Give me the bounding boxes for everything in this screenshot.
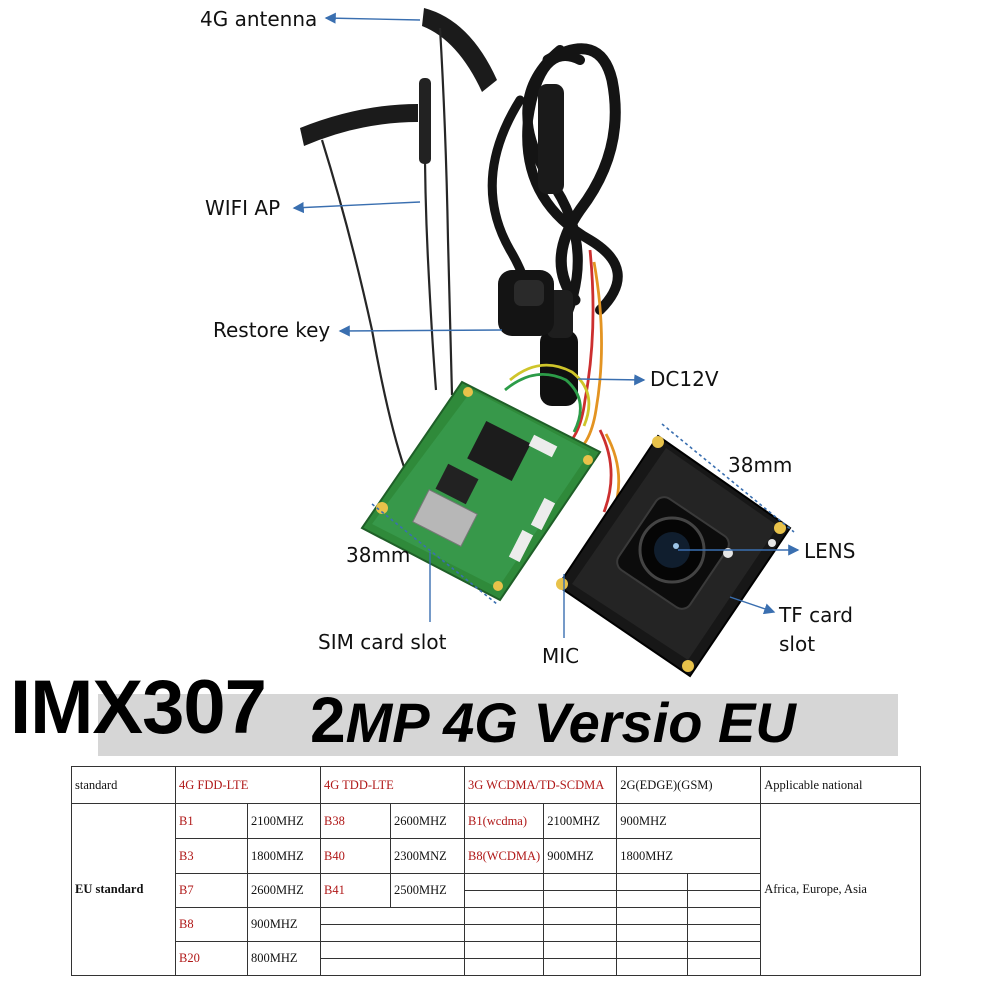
gsm-freq-cell: 1800MHZ — [616, 838, 762, 874]
empty-cell — [543, 907, 618, 925]
empty-cell — [687, 890, 762, 908]
callout-sim-card-slot: SIM card slot — [318, 630, 447, 654]
empty-cell — [543, 924, 618, 942]
empty-cell — [616, 924, 689, 942]
empty-cell — [616, 958, 689, 976]
header-wcdma: 3G WCDMA/TD-SCDMA — [463, 766, 618, 804]
wcdma-freq-cell: 2100MHZ — [543, 803, 618, 839]
wcdma-band-cell: B1(wcdma) — [463, 803, 545, 839]
empty-cell — [687, 907, 762, 925]
tdd-band-cell: B41 — [320, 873, 391, 908]
callout-lens: LENS — [804, 539, 856, 563]
empty-cell — [616, 873, 689, 891]
antenna-4g-flex — [300, 8, 497, 146]
empty-cell — [463, 890, 545, 908]
empty-cell — [543, 890, 618, 908]
callout-mic: MIC — [542, 644, 580, 668]
fdd-freq-cell: 2100MHZ — [247, 803, 321, 839]
empty-cell — [687, 873, 762, 891]
callout-dc12v: DC12V — [650, 367, 719, 391]
antenna-connector — [419, 78, 431, 164]
gsm-freq-cell: 900MHZ — [616, 803, 762, 839]
banner-background — [98, 694, 898, 756]
camera-sensor-board — [556, 434, 792, 678]
empty-cell — [320, 907, 465, 925]
table-header-row: standard 4G FDD-LTE 4G TDD-LTE 3G WCDMA/… — [71, 766, 922, 804]
empty-cell — [616, 890, 689, 908]
empty-cell — [616, 907, 689, 925]
empty-cell — [543, 873, 618, 891]
restore-key-connector — [498, 270, 554, 336]
fdd-freq-cell: 2600MHZ — [247, 873, 321, 908]
fdd-band-cell: B8 — [175, 907, 248, 942]
header-applicable-national: Applicable national — [760, 766, 922, 804]
dimension-line-green — [371, 503, 498, 605]
fdd-band-cell: B7 — [175, 873, 248, 908]
fdd-freq-cell: 800MHZ — [247, 941, 321, 976]
table-row: EU standard B1 2100MHZ B38 2600MHZ B1(wc… — [71, 803, 922, 976]
product-illustration — [292, 8, 800, 678]
header-standard: standard — [71, 766, 176, 804]
fdd-band-cell: B1 — [175, 803, 248, 839]
callout-dimension-right: 38mm — [728, 453, 793, 477]
banner-title-rest: MP 4G Versio EU — [345, 691, 796, 754]
frequency-band-table: standard 4G FDD-LTE 4G TDD-LTE 3G WCDMA/… — [71, 766, 922, 976]
callout-4g-antenna: 4G antenna — [200, 7, 318, 31]
tdd-freq-cell: 2600MHZ — [390, 803, 465, 839]
empty-cell — [320, 958, 465, 976]
tdd-freq-cell: 2500MHZ — [390, 873, 465, 908]
dimension-line-black — [661, 423, 795, 533]
header-tdd-lte: 4G TDD-LTE — [320, 766, 465, 804]
model-title: IMX307 — [10, 665, 267, 750]
empty-cell — [463, 941, 545, 959]
callout-arrows — [292, 12, 800, 638]
banner-title: 2MP 4G Versio EU — [310, 688, 796, 752]
callout-tf-card-line1: TF card — [779, 603, 853, 627]
countries-cell: Africa, Europe, Asia — [760, 803, 922, 976]
empty-cell — [543, 958, 618, 976]
empty-cell — [463, 958, 545, 976]
region-cell: EU standard — [71, 803, 176, 976]
empty-cell — [616, 941, 689, 959]
empty-cell — [687, 958, 762, 976]
fdd-freq-cell: 900MHZ — [247, 907, 321, 942]
callout-restore-key: Restore key — [213, 318, 331, 342]
empty-cell — [463, 907, 545, 925]
wcdma-freq-cell: 900MHZ — [543, 838, 618, 874]
empty-cell — [463, 924, 545, 942]
callout-wifi-ap: WIFI AP — [205, 196, 281, 220]
fdd-band-cell: B20 — [175, 941, 248, 976]
fdd-freq-cell: 1800MHZ — [247, 838, 321, 874]
green-main-board — [360, 380, 602, 602]
empty-cell — [320, 924, 465, 942]
empty-cell — [687, 924, 762, 942]
callout-dimension-left: 38mm — [346, 543, 411, 567]
empty-cell — [463, 873, 545, 891]
wcdma-band-cell: B8(WCDMA) — [463, 838, 545, 874]
tdd-band-cell: B38 — [320, 803, 391, 839]
header-fdd-lte: 4G FDD-LTE — [175, 766, 321, 804]
table-row — [72, 924, 921, 942]
table-row — [72, 958, 921, 976]
tdd-band-cell: B40 — [320, 838, 391, 874]
table-row: B20 800MHZ — [72, 941, 921, 976]
callout-tf-card-line2: slot — [779, 632, 816, 656]
empty-cell — [687, 941, 762, 959]
antenna-cables — [320, 27, 454, 471]
fdd-band-cell: B3 — [175, 838, 248, 874]
banner-title-prefix: 2 — [310, 684, 346, 756]
header-gsm: 2G(EDGE)(GSM) — [616, 766, 762, 804]
tdd-freq-cell: 2300MNZ — [390, 838, 465, 874]
empty-cell — [543, 941, 618, 959]
empty-cell — [320, 941, 465, 959]
